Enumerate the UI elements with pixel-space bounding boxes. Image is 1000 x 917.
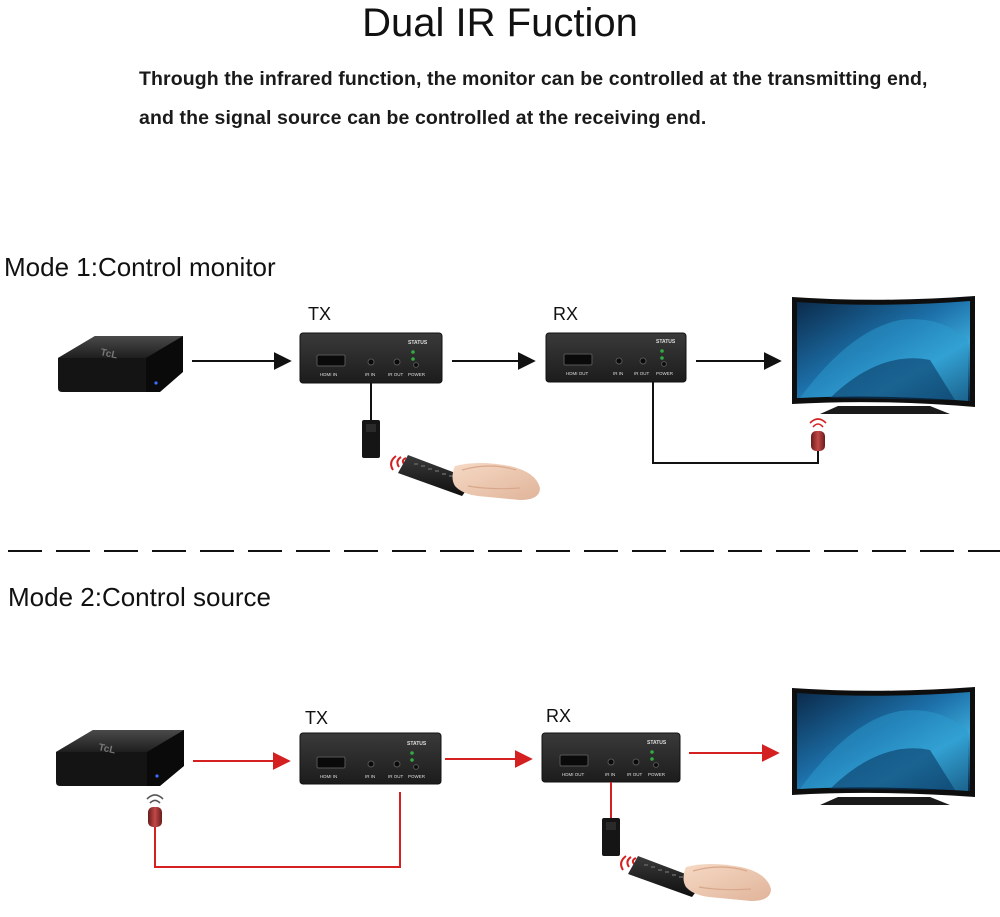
mode2-rx-port-0: HDMI OUT <box>562 772 584 777</box>
mode1-rx-unit: RX STATUS HDMI OUT IR IN IR OUT POWER <box>545 304 687 383</box>
mode1-rx-port-2: IR OUT <box>634 371 650 376</box>
mode2-ir-emitter <box>146 794 164 827</box>
mode1-source-box: TcL <box>58 336 183 392</box>
mode2-tx-port-1: IR IN <box>365 774 375 779</box>
mode2-source-logo: TcL <box>97 742 116 756</box>
mode2-tx-label: TX <box>305 708 328 728</box>
mode1-ir-emitter <box>809 418 827 451</box>
mode1-tx-port-1: IR IN <box>365 372 375 377</box>
mode1-ir-cable <box>652 382 819 464</box>
mode1-tx-label: TX <box>308 304 331 324</box>
mode1-tx-port-3: POWER <box>408 372 426 377</box>
mode1-rx-port-1: IR IN <box>613 371 623 376</box>
mode1-rx-port-3: POWER <box>656 371 674 376</box>
mode2-tx-status: STATUS <box>407 741 427 747</box>
mode-2-title: Mode 2:Control source <box>8 582 272 612</box>
mode2-tx-port-0: HDMI IN <box>320 774 337 779</box>
mode1-source-logo: TcL <box>99 347 118 361</box>
page-description: Through the infrared function, the monit… <box>139 68 928 129</box>
mode2-ir-receiver <box>602 782 620 856</box>
mode1-remote-hand <box>390 455 540 500</box>
mode-1-title: Mode 1:Control monitor <box>4 252 276 282</box>
mode1-tv <box>792 296 975 414</box>
mode1-tx-unit: TX STATUS HDMI IN IR IN IR OUT POWER <box>299 304 443 384</box>
mode1-tx-port-2: IR OUT <box>388 372 404 377</box>
mode2-rx-unit: RX STATUS HDMI OUT IR IN IR OUT POWER <box>541 706 681 783</box>
mode1-tx-port-0: HDMI IN <box>320 372 337 377</box>
mode2-rx-port-1: IR IN <box>605 772 615 777</box>
mode2-tx-port-3: POWER <box>408 774 426 779</box>
mode1-ir-receiver <box>362 383 380 458</box>
mode1-rx-port-0: HDMI OUT <box>566 371 588 376</box>
mode2-ir-cable <box>154 792 401 868</box>
mode2-remote-hand <box>620 855 771 901</box>
mode2-rx-label: RX <box>546 706 571 726</box>
mode2-tx-unit: TX STATUS HDMI IN IR IN IR OUT POWER <box>299 708 442 785</box>
mode1-rx-label: RX <box>553 304 578 324</box>
mode2-rx-port-3: POWER <box>648 772 666 777</box>
mode1-rx-status: STATUS <box>656 339 676 345</box>
page-title: Dual IR Fuction <box>362 1 638 45</box>
mode2-source-box: TcL <box>56 730 184 786</box>
mode2-rx-status: STATUS <box>647 740 667 746</box>
mode2-tv <box>792 687 975 805</box>
mode2-rx-port-2: IR OUT <box>627 772 643 777</box>
mode2-tx-port-2: IR OUT <box>388 774 404 779</box>
mode1-tx-status: STATUS <box>408 340 428 346</box>
